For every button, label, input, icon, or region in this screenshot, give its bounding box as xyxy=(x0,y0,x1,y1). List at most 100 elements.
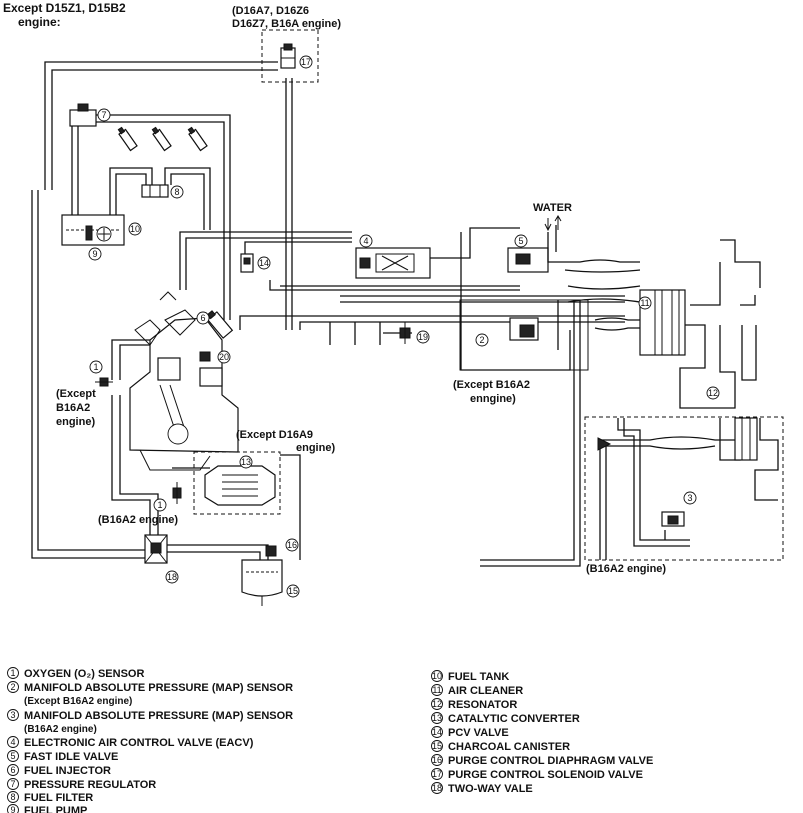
callout-3: 3 xyxy=(683,491,697,505)
svg-text:1: 1 xyxy=(93,362,98,372)
callout-8: 8 xyxy=(170,185,184,199)
svg-text:16: 16 xyxy=(287,540,297,550)
purge-control-diaphragm-valve xyxy=(265,545,277,557)
fuel-tank xyxy=(61,214,125,246)
svg-text:FAST IDLE VALVE: FAST IDLE VALVE xyxy=(24,751,118,763)
svg-text:5: 5 xyxy=(10,751,15,761)
except-b16a2-left-line1: (Except xyxy=(56,388,96,400)
callout-2: 2 xyxy=(475,333,489,347)
callout-20: 20 xyxy=(217,350,231,364)
water-arrows xyxy=(544,215,562,232)
header-except-line1: Except D15Z1, D15B2 xyxy=(3,1,126,15)
svg-text:14: 14 xyxy=(259,258,269,268)
svg-text:PURGE CONTROL DIAPHRAGM VALVE: PURGE CONTROL DIAPHRAGM VALVE xyxy=(448,755,653,767)
svg-text:3: 3 xyxy=(687,493,692,503)
svg-text:2: 2 xyxy=(479,335,484,345)
svg-text:12: 12 xyxy=(708,388,718,398)
svg-text:19: 19 xyxy=(418,332,428,342)
except-b16a2-left-line2: B16A2 xyxy=(56,402,90,414)
legend-item-12: 12 RESONATOR xyxy=(431,698,517,711)
b16a2-map-sensor xyxy=(661,511,685,527)
svg-text:8: 8 xyxy=(174,187,179,197)
svg-text:12: 12 xyxy=(432,699,442,709)
check-valve-19 xyxy=(399,322,411,344)
two-way-valve xyxy=(144,534,168,564)
pressure-regulator xyxy=(69,103,97,127)
fast-idle-valve xyxy=(507,225,565,273)
callout-5: 5 xyxy=(514,234,528,248)
svg-text:11: 11 xyxy=(640,298,649,308)
purge-control-solenoid-valve xyxy=(280,43,296,69)
svg-text:17: 17 xyxy=(432,769,442,779)
svg-text:PRESSURE REGULATOR: PRESSURE REGULATOR xyxy=(24,779,156,791)
catalytic-converter xyxy=(204,465,276,506)
intake-duct xyxy=(564,259,641,331)
svg-text:1: 1 xyxy=(157,500,162,510)
svg-text:CHARCOAL CANISTER: CHARCOAL CANISTER xyxy=(448,741,570,753)
callout-6: 6 xyxy=(196,311,210,325)
legend-item-5: 5 FAST IDLE VALVE xyxy=(7,750,118,763)
b16a2-engine-left-label: (B16A2 engine) xyxy=(98,514,178,526)
charcoal-canister xyxy=(241,559,283,606)
solenoid-valve-box xyxy=(261,29,319,83)
header-engines-line2: D16Z7, B16A engine) xyxy=(232,18,341,30)
svg-text:20: 20 xyxy=(219,352,229,362)
callout-16: 16 xyxy=(285,538,299,552)
svg-text:9: 9 xyxy=(10,805,15,813)
legend-item-3-sub: (B16A2 engine) xyxy=(24,724,97,735)
svg-text:FUEL PUMP: FUEL PUMP xyxy=(24,805,87,813)
b16a2-check-valve xyxy=(597,437,612,451)
svg-text:FUEL TANK: FUEL TANK xyxy=(448,671,509,683)
svg-text:RESONATOR: RESONATOR xyxy=(448,699,517,711)
electronic-air-control-valve xyxy=(355,247,431,279)
legend-item-10: 10 FUEL TANK xyxy=(431,670,509,683)
oxygen-sensor-upper xyxy=(95,377,113,387)
svg-text:8: 8 xyxy=(10,792,15,802)
svg-text:CATALYTIC CONVERTER: CATALYTIC CONVERTER xyxy=(448,713,580,725)
svg-text:10: 10 xyxy=(432,671,442,681)
callout-19: 19 xyxy=(416,330,430,344)
svg-text:18: 18 xyxy=(167,572,177,582)
engine-block xyxy=(129,291,239,471)
callout-1-upper: 1 xyxy=(89,360,103,374)
svg-text:MANIFOLD ABSOLUTE PRESSURE (MA: MANIFOLD ABSOLUTE PRESSURE (MAP) SENSOR xyxy=(24,710,293,722)
callout-10: 10 xyxy=(128,222,142,236)
svg-text:18: 18 xyxy=(432,783,442,793)
header-except-line2: engine: xyxy=(18,15,61,29)
b16a2-engine-inset-label: (B16A2 engine) xyxy=(586,563,666,575)
b16a2-air-cleaner xyxy=(734,417,758,461)
callout-1-lower: 1 xyxy=(153,498,167,512)
svg-text:6: 6 xyxy=(200,313,205,323)
legend-item-9: 9 FUEL PUMP xyxy=(7,804,87,813)
resonator xyxy=(679,262,757,409)
legend-item-2-sub: (Except B16A2 engine) xyxy=(24,696,132,707)
svg-text:2: 2 xyxy=(10,682,15,692)
callout-13: 13 xyxy=(239,455,253,469)
callout-18: 18 xyxy=(165,570,179,584)
callout-17: 17 xyxy=(299,55,313,69)
svg-text:9: 9 xyxy=(92,249,97,259)
except-b16a2-left-line3: engine) xyxy=(56,416,95,428)
b16a2-inset-box xyxy=(584,416,784,561)
callout-7: 7 xyxy=(97,108,111,122)
callout-15: 15 xyxy=(286,584,300,598)
catalytic-converter-box xyxy=(193,451,281,515)
svg-text:TWO-WAY VALE: TWO-WAY VALE xyxy=(448,783,533,795)
svg-text:PURGE CONTROL SOLENOID VALVE: PURGE CONTROL SOLENOID VALVE xyxy=(448,769,643,781)
pcv-valve xyxy=(240,253,254,273)
map-sensor xyxy=(509,317,539,341)
